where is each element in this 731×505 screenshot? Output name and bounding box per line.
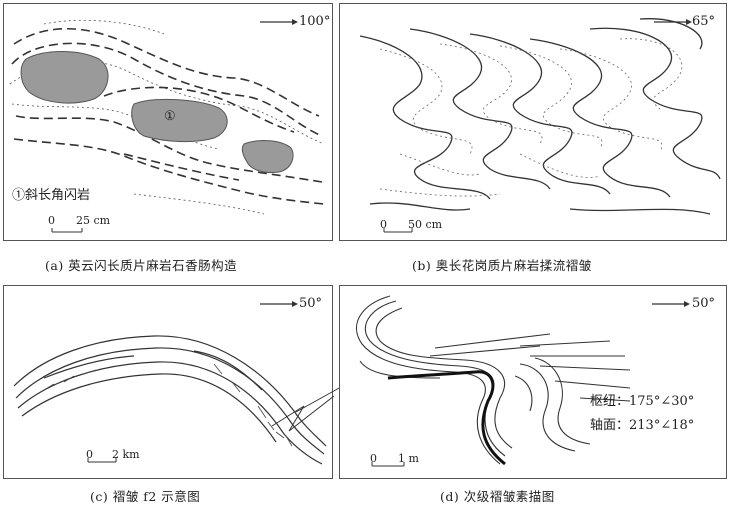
boudin-center — [131, 98, 228, 143]
boudin-right — [241, 140, 294, 173]
scale-label-d: 1 m — [398, 452, 419, 465]
boudin-marker: ① — [164, 109, 176, 124]
scale-zero-a: 0 — [48, 214, 55, 227]
caption-c: (c) 褶皱 f2 示意图 — [90, 489, 201, 504]
scale-zero-b: 0 — [380, 218, 387, 231]
panel-a-boudinage: 100° ① ①斜长角闪岩 0 25 cm — [3, 3, 333, 241]
hinge-label: 枢纽：175°∠30° — [590, 394, 695, 409]
fold-f2-sketch — [13, 301, 334, 465]
scale-label-c: 2 km — [112, 448, 140, 461]
secondary-fold-sketch — [356, 295, 690, 467]
legend-label: ①斜长角闪岩 — [12, 188, 91, 203]
panel-b-flow-folds: 65° 0 50 cm — [339, 3, 727, 241]
scale-zero-d: 0 — [370, 452, 377, 465]
orientation-label-b: 65° — [692, 14, 716, 29]
boudinage-sketch — [9, 19, 325, 233]
axial-plane-label: 轴面：213°∠18° — [590, 418, 695, 433]
caption-d: (d) 次级褶皱素描图 — [440, 489, 555, 504]
caption-a: (a) 英云闪长质片麻岩石香肠构造 — [45, 258, 238, 273]
panel-c-fold-f2: 50° 0 2 km — [3, 285, 334, 479]
fold-hinge-trace — [387, 370, 506, 466]
orientation-label-a: 100° — [299, 14, 331, 29]
panel-d-secondary-fold: 50° 枢纽：175°∠30° 轴面：213°∠18° 0 1 m — [339, 285, 727, 479]
orientation-label-c: 50° — [299, 296, 323, 311]
caption-b: (b) 奥长花岗质片麻岩揉流褶皱 — [412, 258, 592, 273]
scale-zero-c: 0 — [86, 448, 93, 461]
scale-label-b: 50 cm — [408, 218, 443, 231]
boudin-left — [20, 51, 109, 104]
scale-label-a: 25 cm — [76, 214, 111, 227]
flow-fold-sketch — [359, 18, 721, 233]
orientation-label-d: 50° — [692, 296, 716, 311]
